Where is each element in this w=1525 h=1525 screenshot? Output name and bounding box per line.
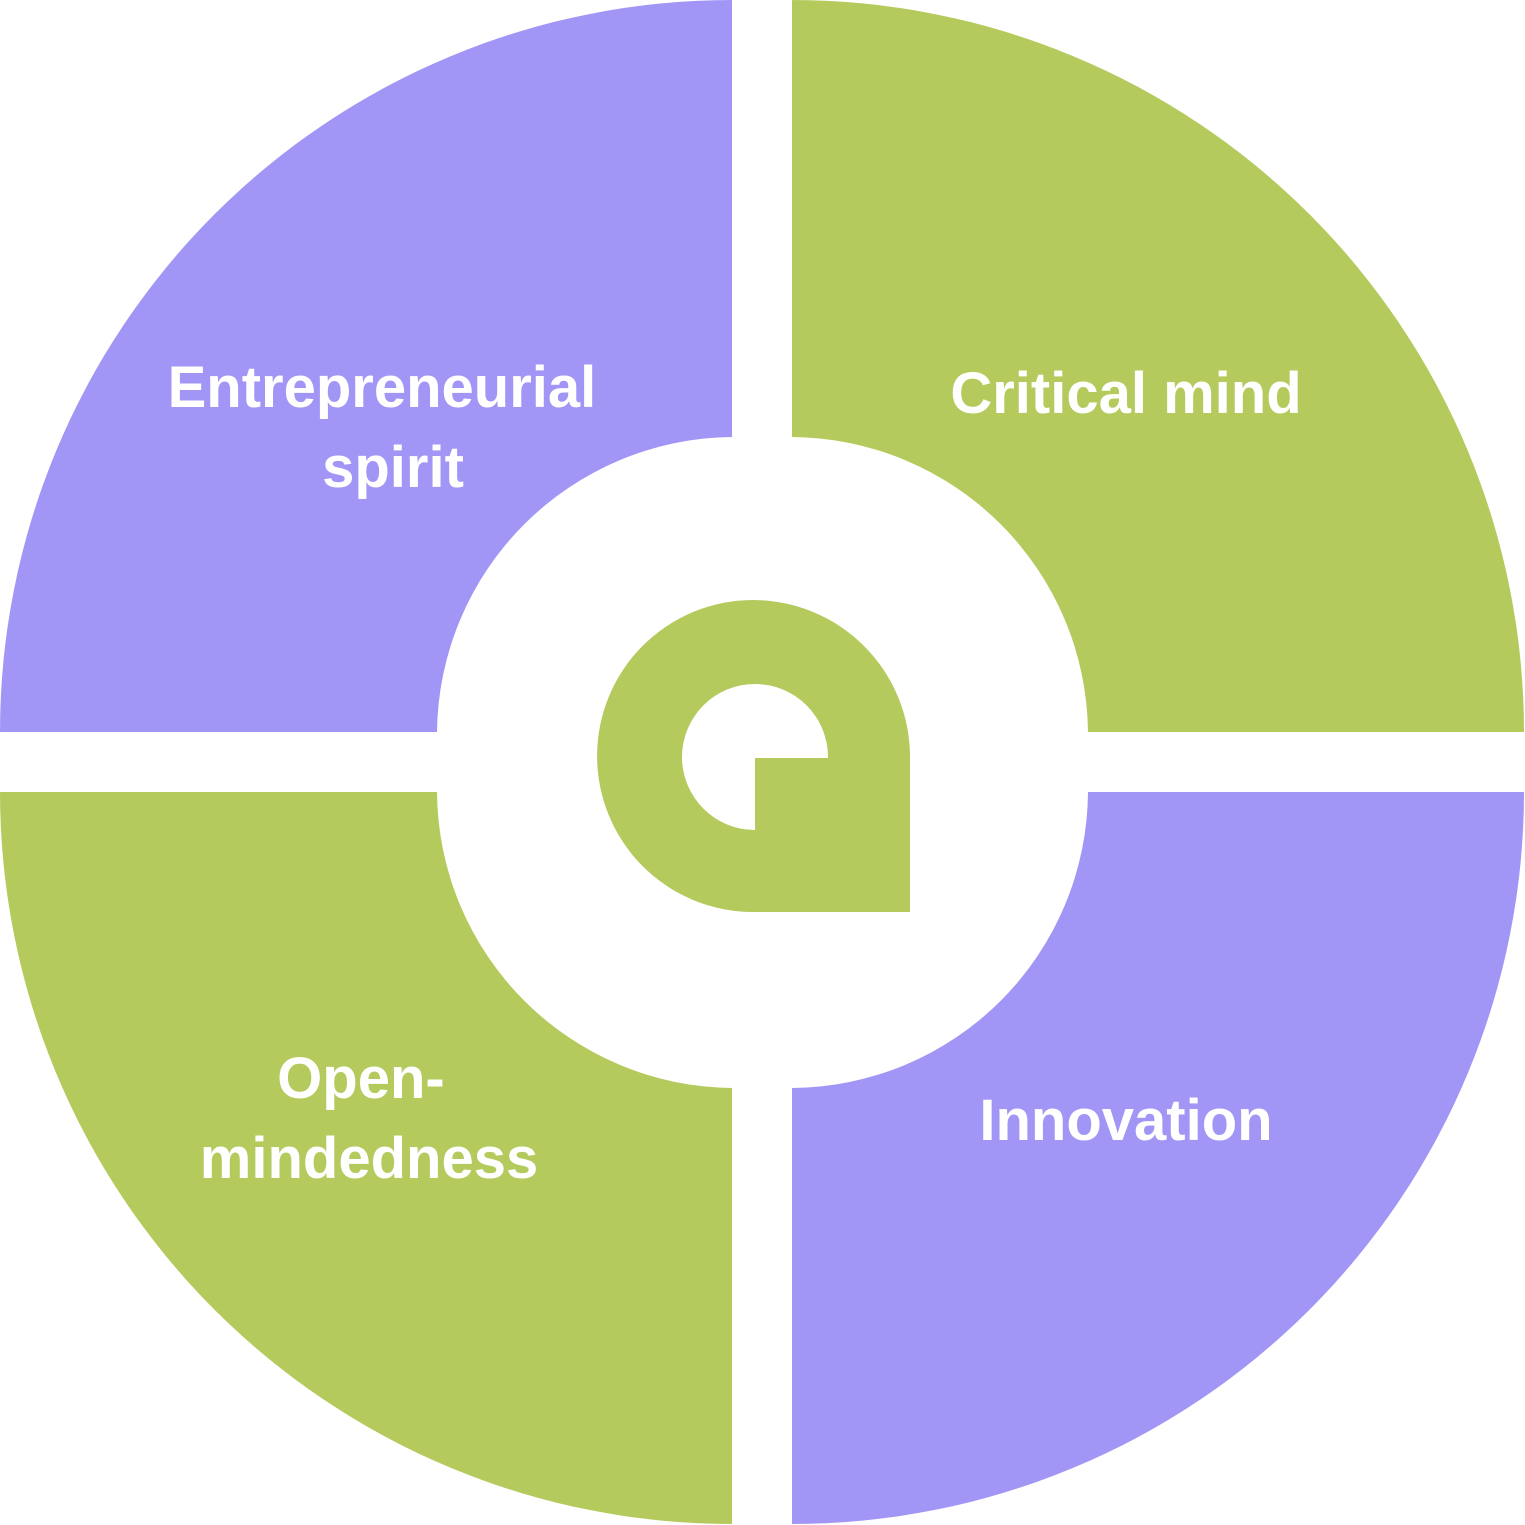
quadrant-bottom-left-label: Open- mindedness <box>200 1046 538 1191</box>
quadrant-bottom-right-label: Innovation <box>979 1088 1272 1153</box>
quadrant-bottom-left-label-line1: Open- <box>277 1046 445 1111</box>
quadrant-bottom-right-segment <box>792 792 1524 1524</box>
quadrant-bottom-right-label-line1: Innovation <box>979 1088 1272 1153</box>
quadrant-top-left-label-line1: Entrepreneurial <box>168 355 597 420</box>
quadrant-open-mindedness: Open- mindedness <box>0 792 732 1524</box>
quadrant-critical-mind: Critical mind <box>792 0 1524 732</box>
center-logo-shape <box>597 600 910 912</box>
quadrant-innovation: Innovation <box>792 792 1524 1524</box>
quadrant-bottom-left-segment <box>0 792 732 1524</box>
quadrant-top-left-label-line2: spirit <box>322 435 464 500</box>
quadrant-entrepreneurial-spirit: Entrepreneurial spirit <box>0 0 732 732</box>
quadrant-bottom-left-label-line2: mindedness <box>200 1126 538 1191</box>
quadrant-top-right-label: Critical mind <box>950 361 1301 426</box>
quadrant-top-left-label: Entrepreneurial spirit <box>168 355 613 500</box>
drop-logo-icon <box>597 600 910 912</box>
quadrant-top-right-segment <box>792 0 1524 732</box>
quadrant-top-right-label-line1: Critical mind <box>950 361 1301 426</box>
quadrant-top-left-segment <box>0 0 732 732</box>
